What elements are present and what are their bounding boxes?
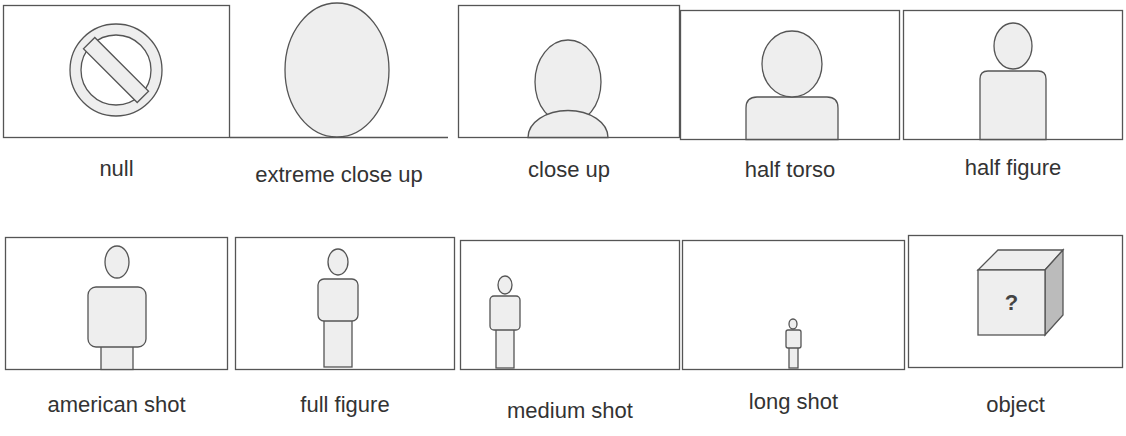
- shot-label: long shot: [694, 385, 894, 419]
- shot-frame: full figure: [235, 237, 455, 432]
- shot-frame: object: [908, 235, 1123, 432]
- shot-label: extreme close up: [254, 158, 424, 192]
- frame: [909, 236, 1123, 368]
- legs: [324, 319, 352, 367]
- head: [285, 3, 389, 137]
- torso: [746, 97, 838, 140]
- frame: [683, 241, 905, 370]
- shot-frame: close up: [458, 5, 680, 189]
- head: [328, 249, 348, 275]
- legs: [101, 345, 133, 370]
- torso: [786, 330, 801, 348]
- prohibition-symbol: [70, 24, 162, 116]
- legs: [496, 328, 514, 368]
- shot-frame: long shot: [682, 240, 905, 432]
- frame: [236, 238, 455, 370]
- shot-frame: null: [3, 5, 230, 188]
- shot-frame: extreme close up: [230, 5, 448, 220]
- head: [105, 246, 129, 278]
- shot-frame: half figure: [903, 10, 1123, 187]
- shot-label: medium shot: [470, 394, 670, 428]
- frame: [6, 238, 228, 370]
- shot-label: full figure: [245, 388, 445, 422]
- head: [994, 23, 1032, 69]
- torso: [318, 279, 358, 321]
- shot-frame: half torso: [680, 10, 900, 189]
- torso: [980, 71, 1046, 140]
- frame: [681, 11, 900, 140]
- torso: [490, 296, 520, 330]
- frame: [4, 6, 230, 138]
- shot-label: half figure: [913, 151, 1113, 185]
- shot-label: half torso: [690, 153, 890, 187]
- object-mark: ?: [1005, 290, 1018, 316]
- frame: [904, 11, 1123, 140]
- head: [789, 319, 797, 329]
- frame: [461, 241, 680, 370]
- torso: [88, 287, 146, 347]
- shot-frame: american shot: [5, 237, 228, 432]
- shot-label: object: [916, 388, 1116, 422]
- cube: [978, 250, 1063, 335]
- legs: [789, 347, 798, 368]
- shoulders: [528, 111, 608, 138]
- shot-label: close up: [469, 153, 669, 187]
- head: [498, 276, 512, 294]
- head: [762, 31, 822, 97]
- shot-label: null: [17, 152, 217, 186]
- frame: [459, 6, 680, 138]
- shot-label: american shot: [17, 388, 217, 422]
- shot-frame: medium shot: [460, 240, 680, 432]
